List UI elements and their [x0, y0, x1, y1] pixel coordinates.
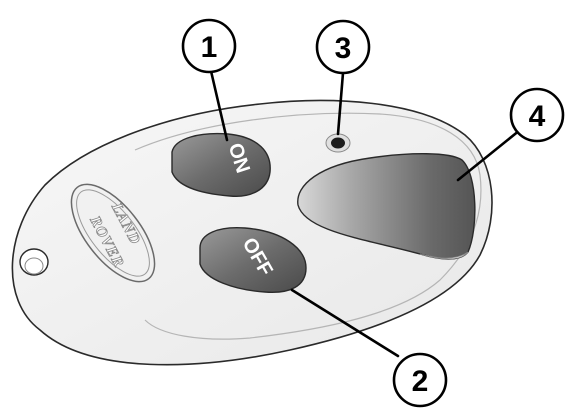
- off-button[interactable]: OFF: [199, 227, 307, 293]
- callout-number-4: 4: [529, 100, 546, 133]
- callout-number-3: 3: [335, 32, 352, 65]
- leader-lines: [209, 69, 522, 358]
- leader-line-2: [290, 288, 400, 358]
- callout-4: 4: [509, 87, 565, 143]
- callout-2: 2: [392, 352, 448, 408]
- on-button[interactable]: ON: [171, 132, 271, 197]
- leader-line-3: [336, 71, 345, 136]
- leader-line-1: [209, 69, 229, 142]
- callout-number-1: 1: [201, 31, 218, 64]
- large-button[interactable]: [297, 153, 476, 260]
- leader-line-4: [456, 128, 522, 182]
- callout-3: 3: [315, 19, 371, 75]
- callout-number-2: 2: [412, 365, 429, 398]
- callout-1: 1: [181, 18, 237, 74]
- led-indicator: [325, 133, 351, 153]
- key-ring-hole: [19, 248, 49, 276]
